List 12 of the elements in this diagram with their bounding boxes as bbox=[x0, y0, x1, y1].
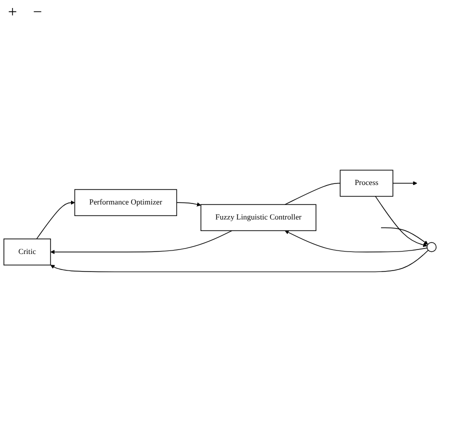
arrow bbox=[50, 230, 232, 254]
arrow bbox=[36, 200, 75, 240]
arrow bbox=[375, 196, 428, 247]
arrow bbox=[284, 230, 428, 252]
arrow bbox=[392, 181, 418, 186]
node-circle bbox=[426, 242, 437, 252]
sign-label: − bbox=[33, 4, 42, 22]
arrow bbox=[50, 250, 429, 272]
arrow bbox=[176, 202, 202, 206]
connector bbox=[284, 182, 341, 205]
arrow bbox=[380, 227, 428, 245]
sign-label: + bbox=[8, 4, 18, 22]
